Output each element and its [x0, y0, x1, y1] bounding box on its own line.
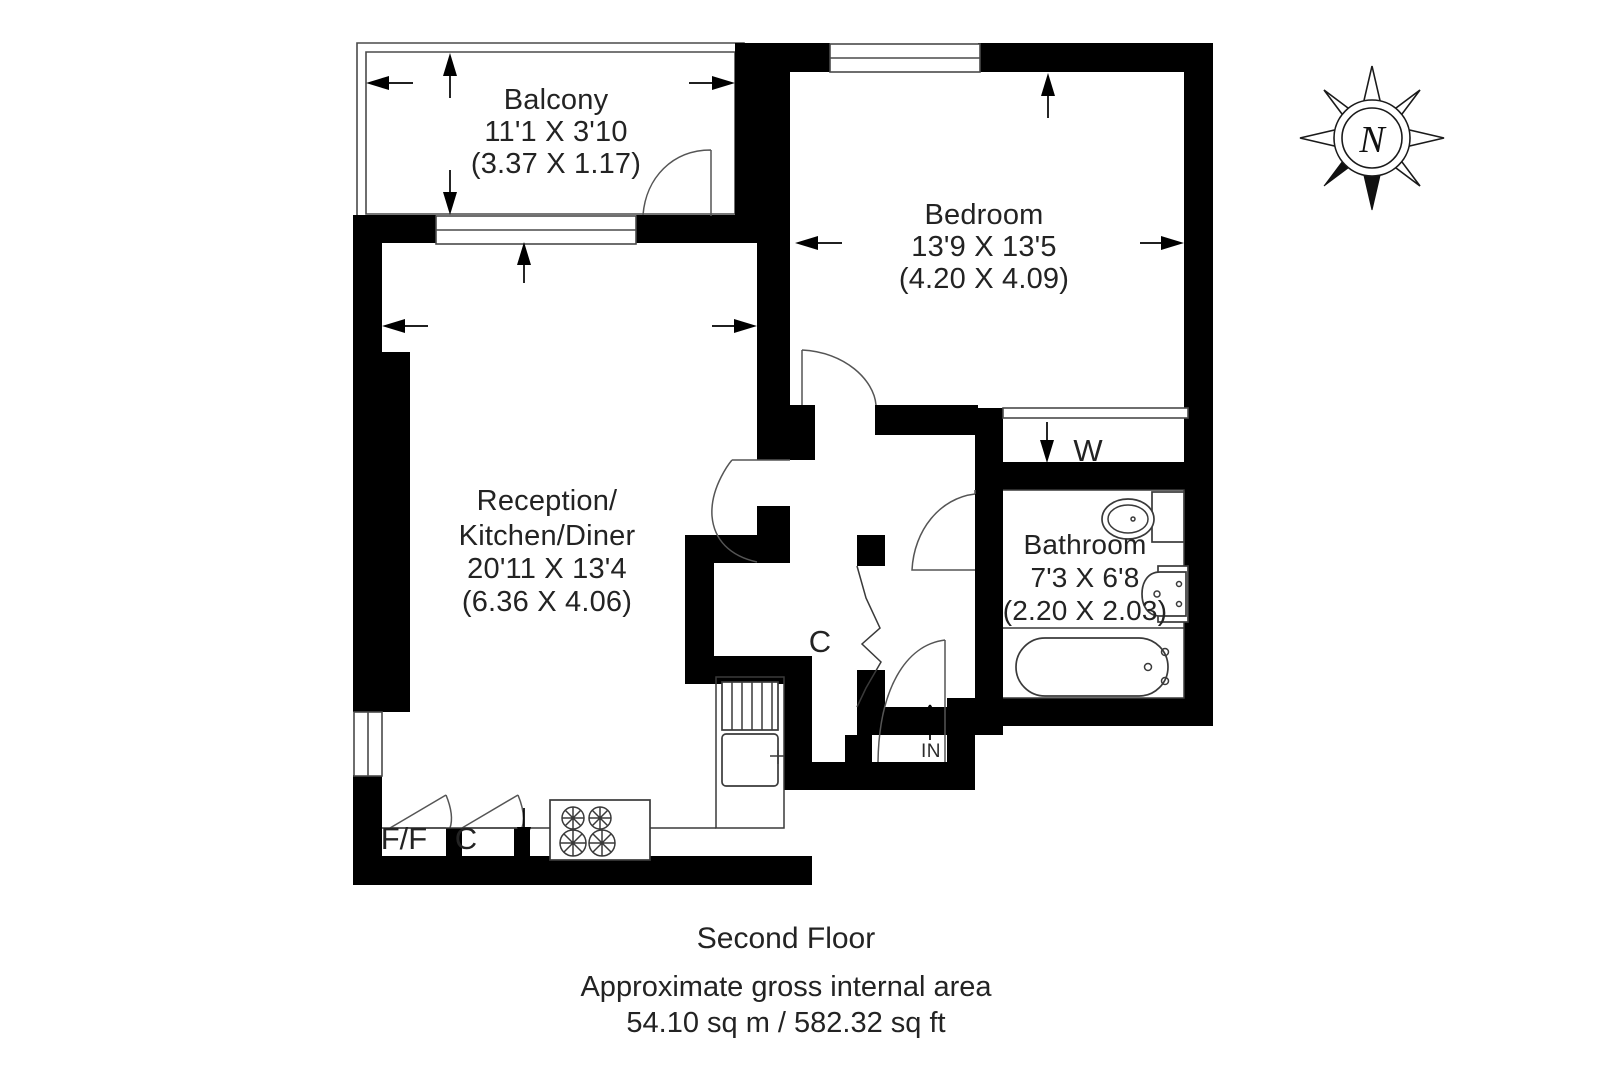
door-swing-bedroom: [801, 349, 877, 406]
area-note-line-2: 54.10 sq m / 582.32 sq ft: [626, 1007, 945, 1039]
area-note-line-1: Approximate gross internal area: [580, 971, 992, 1003]
hob-burners: [559, 806, 616, 857]
bathroom-metric: (2.20 X 2.03): [1003, 595, 1167, 626]
bathroom-name: Bathroom: [1024, 529, 1147, 560]
bedroom-imperial: 13'9 X 13'5: [911, 231, 1057, 263]
window-utility-top: [1002, 407, 1189, 419]
label-kitchen-cupboard: C: [455, 821, 477, 856]
bathroom-imperial: 7'3 X 6'8: [1030, 562, 1139, 593]
door-swings: [642, 149, 976, 763]
door-swing-balcony: [642, 149, 712, 216]
balcony-imperial: 11'1 X 3'10: [484, 116, 627, 148]
dimension-arrows: [366, 53, 1184, 850]
room-label-bathroom: Bathroom 7'3 X 6'8 (2.20 X 2.03): [1003, 529, 1167, 626]
reception-imperial: 20'11 X 13'4: [467, 553, 627, 585]
label-hall-cupboard: C: [809, 624, 831, 659]
kitchen-fixtures: [382, 676, 785, 861]
door-swing-bathroom: [911, 490, 976, 571]
bedroom-metric: (4.20 X 4.09): [899, 263, 1069, 295]
structural-walls: [353, 43, 1213, 885]
sink-basin: [721, 733, 779, 787]
label-entrance: IN: [921, 741, 941, 762]
balcony-metric: (3.37 X 1.17): [471, 148, 641, 180]
reception-metric: (6.36 X 4.06): [462, 586, 632, 618]
room-label-balcony: Balcony 11'1 X 3'10 (3.37 X 1.17): [471, 84, 641, 180]
floor-title: Second Floor: [697, 922, 875, 955]
room-label-bedroom: Bedroom 13'9 X 13'5 (4.20 X 4.09): [899, 199, 1069, 295]
windows: [353, 43, 1189, 777]
label-fridge-freezer: F/F: [381, 821, 428, 856]
entrance-arrow: [919, 704, 941, 740]
cupboard-bifold-doors: [856, 565, 882, 708]
door-swing-entrance: [877, 639, 946, 763]
balcony-name: Balcony: [504, 84, 609, 116]
sink-drainer: [721, 681, 779, 731]
drainer-grooves: [731, 682, 773, 730]
compass-rose: N: [1299, 65, 1445, 211]
bathroom-fixtures: [1003, 489, 1189, 699]
reception-name-line1: Reception/: [477, 485, 618, 517]
room-label-reception: Reception/ Kitchen/Diner 20'11 X 13'4 (6…: [459, 485, 636, 618]
basin: [1141, 571, 1187, 617]
reception-name-line2: Kitchen/Diner: [459, 520, 636, 552]
door-swing-hall: [711, 459, 790, 563]
bath: [1015, 637, 1169, 697]
compass-north-label: N: [1358, 119, 1387, 161]
label-washer: W: [1073, 433, 1103, 468]
toilet-cistern: [1151, 491, 1185, 543]
bedroom-name: Bedroom: [924, 199, 1043, 231]
